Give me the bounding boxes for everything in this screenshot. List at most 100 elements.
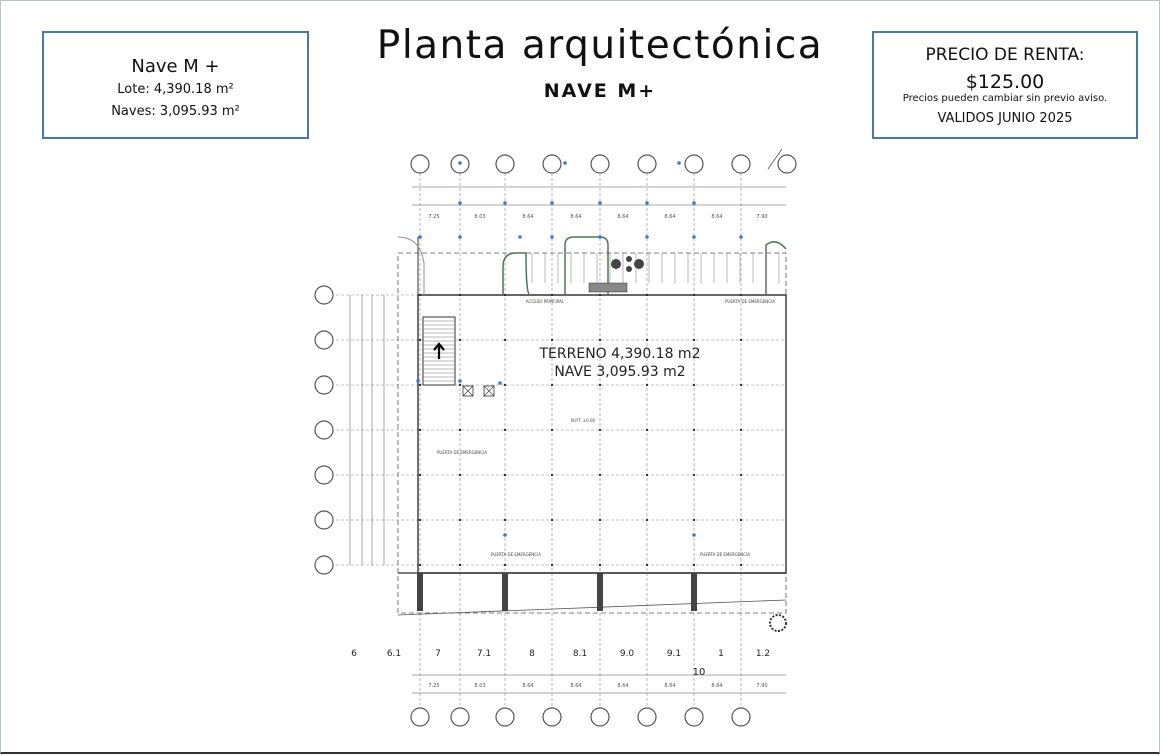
column-dot bbox=[693, 294, 695, 296]
column-dot bbox=[599, 564, 601, 566]
land-area-label: TERRENO 4,390.18 m2 bbox=[539, 346, 701, 362]
property-name: Nave M + bbox=[131, 56, 220, 77]
grid-axis-label: 7.1 bbox=[477, 649, 491, 659]
dimension-label: 8.03 bbox=[474, 214, 485, 220]
lot-area: Lote: 4,390.18 m² bbox=[117, 82, 234, 97]
column-dot bbox=[740, 474, 742, 476]
property-info-box: Nave M + Lote: 4,390.18 m² Naves: 3,095.… bbox=[42, 31, 309, 139]
up-arrow-icon bbox=[433, 342, 445, 359]
column-dot bbox=[646, 294, 648, 296]
grid-bubble bbox=[314, 555, 334, 575]
column-dot bbox=[504, 564, 506, 566]
column-dot bbox=[599, 519, 601, 521]
column-dot bbox=[459, 564, 461, 566]
grid-bubble bbox=[777, 154, 797, 174]
grid-bubble bbox=[684, 154, 704, 174]
emergency-door-label-southeast: PUERTA DE EMERGENCIA bbox=[700, 552, 750, 557]
grid-bubble bbox=[731, 154, 751, 174]
grid-axis-extra-label: 10 bbox=[693, 667, 706, 678]
grid-bubble bbox=[410, 154, 430, 174]
floor-level-label: N.P.T. ±0.00 bbox=[571, 418, 596, 423]
price-value: $125.00 bbox=[965, 71, 1045, 93]
column-dot bbox=[551, 294, 553, 296]
column-dot bbox=[504, 519, 506, 521]
column-dot bbox=[599, 294, 601, 296]
dimension-label: 8.64 bbox=[522, 214, 533, 220]
grid-bubble bbox=[410, 707, 430, 727]
column-dot bbox=[551, 519, 553, 521]
warehouse-walls bbox=[417, 294, 787, 574]
grid-bubble bbox=[314, 375, 334, 395]
equipment-box-cross bbox=[483, 385, 495, 397]
dimension-label: 8.64 bbox=[711, 214, 722, 220]
utility-marker bbox=[626, 266, 632, 272]
column-marker bbox=[550, 235, 554, 239]
column-marker bbox=[503, 533, 507, 537]
emergency-door-label-south: PUERTA DE EMERGENCIA bbox=[491, 552, 541, 557]
page-title: Planta arquitectónica bbox=[376, 23, 824, 68]
column-dot bbox=[419, 519, 421, 521]
north-line bbox=[767, 148, 783, 170]
column-dot bbox=[693, 519, 695, 521]
column-marker bbox=[458, 235, 462, 239]
column-dot bbox=[693, 564, 695, 566]
column-dot bbox=[459, 519, 461, 521]
column-marker bbox=[458, 161, 462, 165]
dock-column bbox=[691, 573, 697, 611]
column-marker bbox=[458, 201, 462, 205]
column-dot bbox=[740, 384, 742, 386]
column-dot bbox=[419, 429, 421, 431]
column-dot bbox=[740, 429, 742, 431]
grid-axis-label: 6 bbox=[351, 649, 357, 659]
grid-axis-label: 9.1 bbox=[667, 649, 681, 659]
dimension-label: 8.64 bbox=[711, 683, 722, 689]
grid-bubble bbox=[495, 707, 515, 727]
dimension-label: 7.25 bbox=[428, 683, 439, 689]
grid-bubble bbox=[450, 707, 470, 727]
property-boundary bbox=[397, 252, 787, 614]
column-dot bbox=[419, 564, 421, 566]
dimension-label: 8.64 bbox=[570, 683, 581, 689]
grid-bubble bbox=[542, 707, 562, 727]
column-marker bbox=[645, 201, 649, 205]
column-dot bbox=[551, 384, 553, 386]
emergency-door-label-northeast: PUERTA DE EMERGENCIA bbox=[725, 299, 775, 304]
column-dot bbox=[504, 474, 506, 476]
warehouse-area: Naves: 3,095.93 m² bbox=[111, 104, 240, 119]
equipment-box-cross bbox=[462, 385, 474, 397]
column-marker bbox=[418, 235, 422, 239]
column-dot bbox=[693, 429, 695, 431]
warehouse-area-label: NAVE 3,095.93 m2 bbox=[554, 364, 685, 380]
column-marker bbox=[677, 161, 681, 165]
grid-bubble bbox=[637, 154, 657, 174]
column-dot bbox=[599, 429, 601, 431]
dimension-label: 8.64 bbox=[664, 214, 675, 220]
grid-bubble bbox=[314, 465, 334, 485]
column-dot bbox=[740, 294, 742, 296]
column-dot bbox=[646, 564, 648, 566]
grid-bubble bbox=[314, 420, 334, 440]
grid-axis-label: 7 bbox=[435, 649, 441, 659]
column-dot bbox=[599, 474, 601, 476]
column-dot bbox=[740, 339, 742, 341]
column-dot bbox=[419, 474, 421, 476]
column-marker bbox=[692, 235, 696, 239]
grid-bubble bbox=[684, 707, 704, 727]
column-marker bbox=[598, 235, 602, 239]
column-dot bbox=[459, 294, 461, 296]
column-dot bbox=[459, 474, 461, 476]
grid-axis-label: 1.2 bbox=[756, 649, 770, 659]
dock-column bbox=[597, 573, 603, 611]
main-access-label: ACCESO PRINCIPAL bbox=[526, 299, 565, 304]
grid-bubble bbox=[542, 154, 562, 174]
column-marker bbox=[550, 201, 554, 205]
page-subtitle: NAVE M+ bbox=[543, 80, 657, 102]
column-marker bbox=[498, 381, 502, 385]
grid-bubble bbox=[590, 154, 610, 174]
dimension-label: 8.64 bbox=[617, 683, 628, 689]
column-dot bbox=[599, 339, 601, 341]
grid-axis-label: 1 bbox=[718, 649, 724, 659]
gear-icon bbox=[769, 614, 787, 632]
